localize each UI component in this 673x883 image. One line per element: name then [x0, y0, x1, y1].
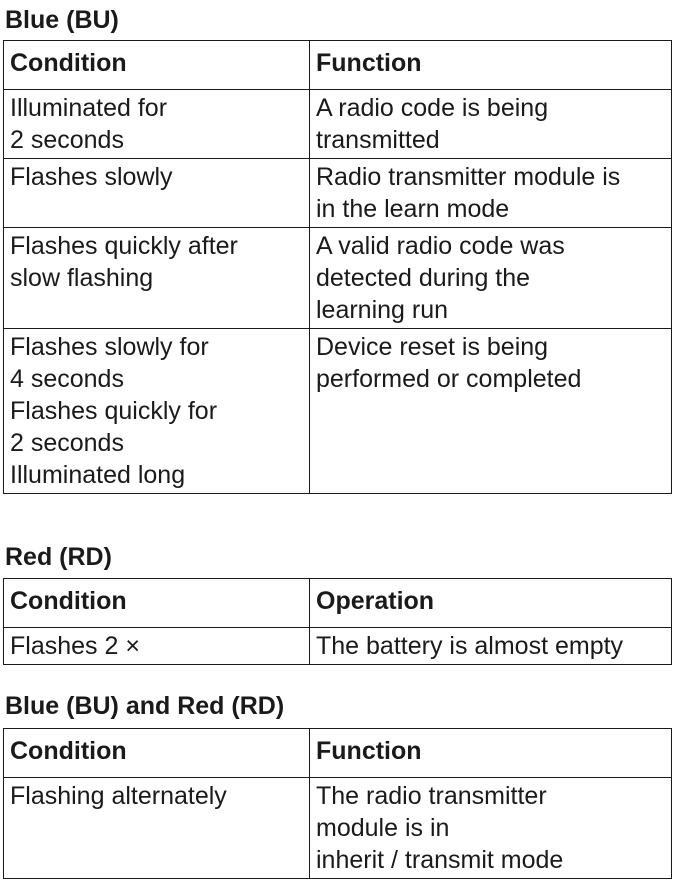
table-header-row: Condition Operation [3, 578, 672, 628]
cell-line: learning run [316, 296, 449, 324]
cell-line: A valid radio code was [316, 232, 565, 260]
condition-cell: Illuminated for 2 seconds [3, 89, 310, 159]
cell-line: Flashing alternately [10, 782, 227, 810]
header-operation: Operation [309, 578, 672, 628]
cell-line: module is in [316, 814, 450, 842]
cell-line: Radio transmitter module is [316, 163, 621, 191]
cell-line: The battery is almost empty [316, 632, 624, 660]
cell-line: 2 seconds [10, 429, 124, 457]
cell-line: Flashes quickly after [10, 232, 238, 260]
table-header-row: Condition Function [3, 728, 672, 778]
table-row: Flashes slowly for 4 seconds Flashes qui… [3, 328, 672, 494]
condition-cell: Flashes slowly for 4 seconds Flashes qui… [3, 328, 310, 494]
cell-line: slow flashing [10, 264, 154, 292]
operation-cell: The battery is almost empty [309, 627, 672, 665]
header-condition: Condition [3, 40, 310, 90]
header-condition: Condition [3, 728, 310, 778]
header-condition: Condition [3, 578, 310, 628]
section-title-blue-red: Blue (BU) and Red (RD) [5, 692, 285, 720]
section-title-red: Red (RD) [5, 543, 112, 571]
cell-line: A radio code is being [316, 94, 549, 122]
cell-line: Flashes quickly for [10, 397, 218, 425]
table-blue: Condition Function Illuminated for 2 sec… [3, 40, 672, 494]
cell-line: The radio transmitter [316, 782, 547, 810]
cell-line: in the learn mode [316, 195, 510, 223]
cell-line: 4 seconds [10, 365, 124, 393]
cell-line: Flashes slowly [10, 163, 173, 191]
function-cell: A radio code is being transmitted [309, 89, 672, 159]
condition-cell: Flashing alternately [3, 777, 310, 879]
cell-line: detected during the [316, 264, 531, 292]
function-cell: A valid radio code was detected during t… [309, 227, 672, 329]
table-row: Flashes quickly after slow flashing A va… [3, 227, 672, 329]
cell-line: performed or completed [316, 365, 582, 393]
table-row: Flashing alternately The radio transmitt… [3, 777, 672, 879]
cell-line: Device reset is being [316, 333, 549, 361]
table-row: Flashes slowly Radio transmitter module … [3, 158, 672, 228]
cell-line: 2 seconds [10, 126, 124, 154]
condition-cell: Flashes slowly [3, 158, 310, 228]
function-cell: The radio transmitter module is in inher… [309, 777, 672, 879]
cell-line: Flashes slowly for [10, 333, 209, 361]
condition-cell: Flashes quickly after slow flashing [3, 227, 310, 329]
cell-line: Illuminated for [10, 94, 168, 122]
table-blue-red: Condition Function Flashing alternately … [3, 728, 672, 879]
function-cell: Radio transmitter module is in the learn… [309, 158, 672, 228]
section-title-blue: Blue (BU) [5, 6, 119, 34]
function-cell: Device reset is being performed or compl… [309, 328, 672, 494]
cell-line: Illuminated long [10, 461, 186, 489]
table-header-row: Condition Function [3, 40, 672, 90]
cell-line: inherit / transmit mode [316, 846, 564, 874]
cell-line: transmitted [316, 126, 440, 154]
table-red: Condition Operation Flashes 2 × The batt… [3, 578, 672, 665]
table-row: Flashes 2 × The battery is almost empty [3, 627, 672, 665]
condition-cell: Flashes 2 × [3, 627, 310, 665]
cell-line: Flashes 2 × [10, 632, 140, 660]
header-function: Function [309, 728, 672, 778]
header-function: Function [309, 40, 672, 90]
table-row: Illuminated for 2 seconds A radio code i… [3, 89, 672, 159]
